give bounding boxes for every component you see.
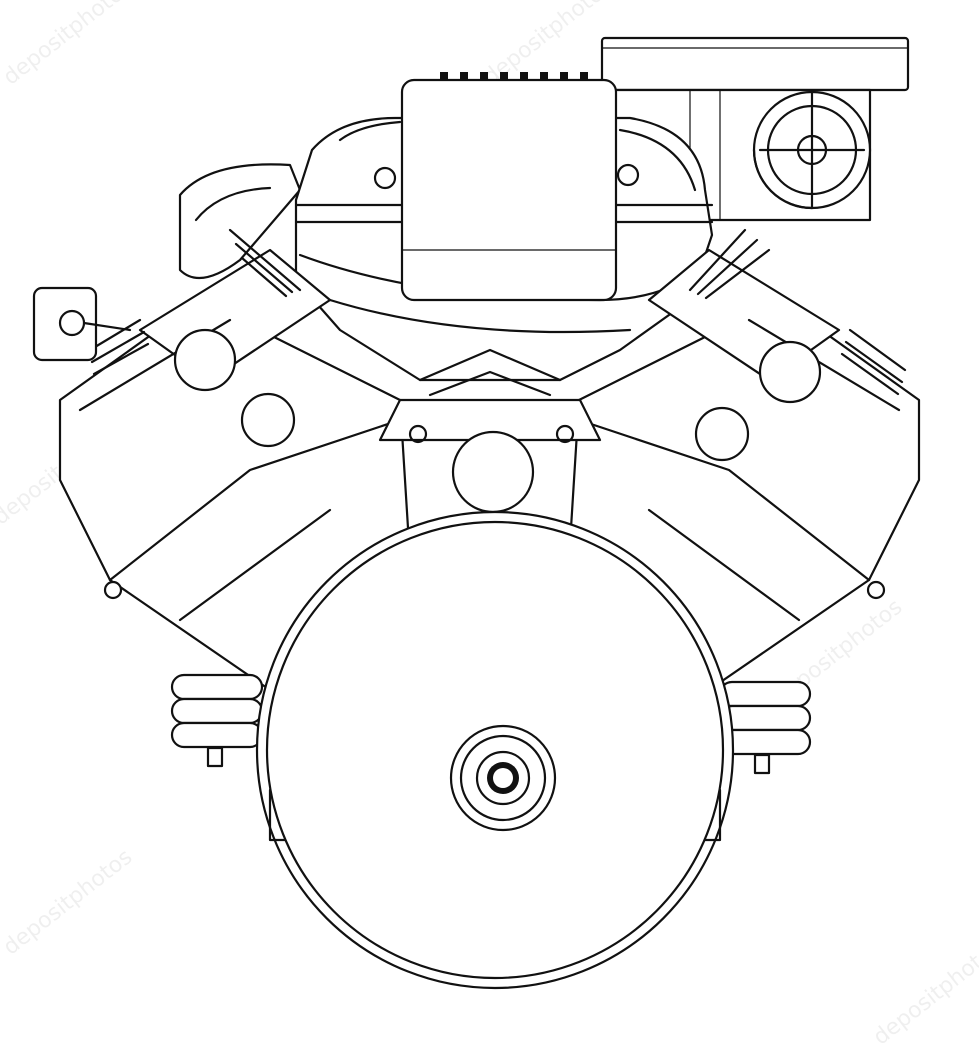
left-engine-mount [170,673,264,768]
left-bank-fins [88,228,302,376]
engine-drawing [32,36,921,990]
alternator [178,163,302,280]
throttle-body-ribs [440,72,588,80]
crankshaft-hub [449,724,557,832]
throttle-body [400,72,618,302]
sensor [32,286,132,362]
right-bank-fins [688,228,907,396]
front-cover [378,348,602,514]
side-bolts [103,580,886,600]
right-engine-mount [718,680,812,775]
